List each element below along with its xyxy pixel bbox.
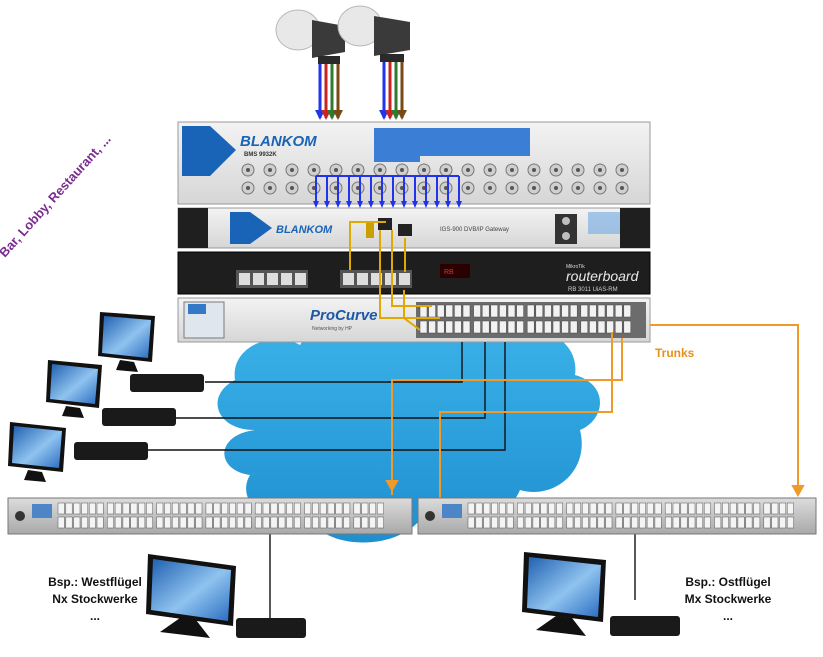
svg-text:RB: RB bbox=[444, 269, 454, 276]
west-wing-label: Bsp.: Westflügel Nx Stockwerke ... bbox=[20, 574, 170, 625]
lnb-1 bbox=[275, 9, 345, 64]
east-wing-line-3: ... bbox=[722, 609, 733, 623]
east-wing-line-1: Bsp.: Ostflügel bbox=[685, 575, 771, 589]
monitor-west bbox=[146, 554, 236, 638]
lnb-cables bbox=[315, 62, 407, 120]
router-brand: MikroTik bbox=[566, 264, 585, 270]
patch-cables bbox=[349, 221, 440, 331]
stb-cables bbox=[146, 342, 636, 622]
gateway-brand: BLANKOM bbox=[276, 224, 333, 236]
stb-guest-2 bbox=[102, 408, 176, 426]
blankom-gateway bbox=[177, 207, 651, 249]
monitor-guest-3 bbox=[8, 422, 66, 482]
multiswitch-to-gateway-cables bbox=[313, 175, 462, 208]
west-wing-line-1: Bsp.: Westflügel bbox=[48, 575, 142, 589]
east-wing-label: Bsp.: Ostflügel Mx Stockwerke ... bbox=[668, 574, 788, 625]
stb-west bbox=[236, 618, 306, 638]
floor-switch-east bbox=[417, 497, 817, 535]
stb-guest-3 bbox=[74, 442, 148, 460]
procurve-core-switch bbox=[177, 297, 651, 343]
west-wing-line-2: Nx Stockwerke bbox=[52, 592, 138, 606]
monitor-east bbox=[522, 552, 606, 636]
multiswitch-brand: BLANKOM bbox=[240, 133, 317, 150]
stb-east bbox=[610, 616, 680, 636]
floor-switch-west bbox=[7, 497, 413, 535]
core-switch-sub: Networking by HP bbox=[312, 326, 353, 332]
trunk-cables bbox=[385, 324, 805, 500]
core-switch-brand: ProCurve bbox=[310, 307, 378, 324]
east-wing-line-2: Mx Stockwerke bbox=[684, 592, 772, 606]
gateway-model: IGS-900 DVB/IP Gateway bbox=[440, 227, 509, 233]
multiswitch-model: BMS 9932K bbox=[244, 152, 277, 158]
monitor-guest-1 bbox=[98, 312, 155, 372]
router-name: routerboard bbox=[566, 268, 640, 284]
west-wing-line-3: ... bbox=[89, 609, 100, 623]
router-model: RB 3011 UiAS-RM bbox=[568, 287, 618, 293]
trunks-label: Trunks bbox=[655, 346, 695, 360]
mikrotik-router: RB bbox=[177, 251, 651, 295]
stb-guest-1 bbox=[130, 374, 204, 392]
monitor-guest-2 bbox=[46, 360, 102, 418]
lnb-2 bbox=[337, 5, 410, 62]
